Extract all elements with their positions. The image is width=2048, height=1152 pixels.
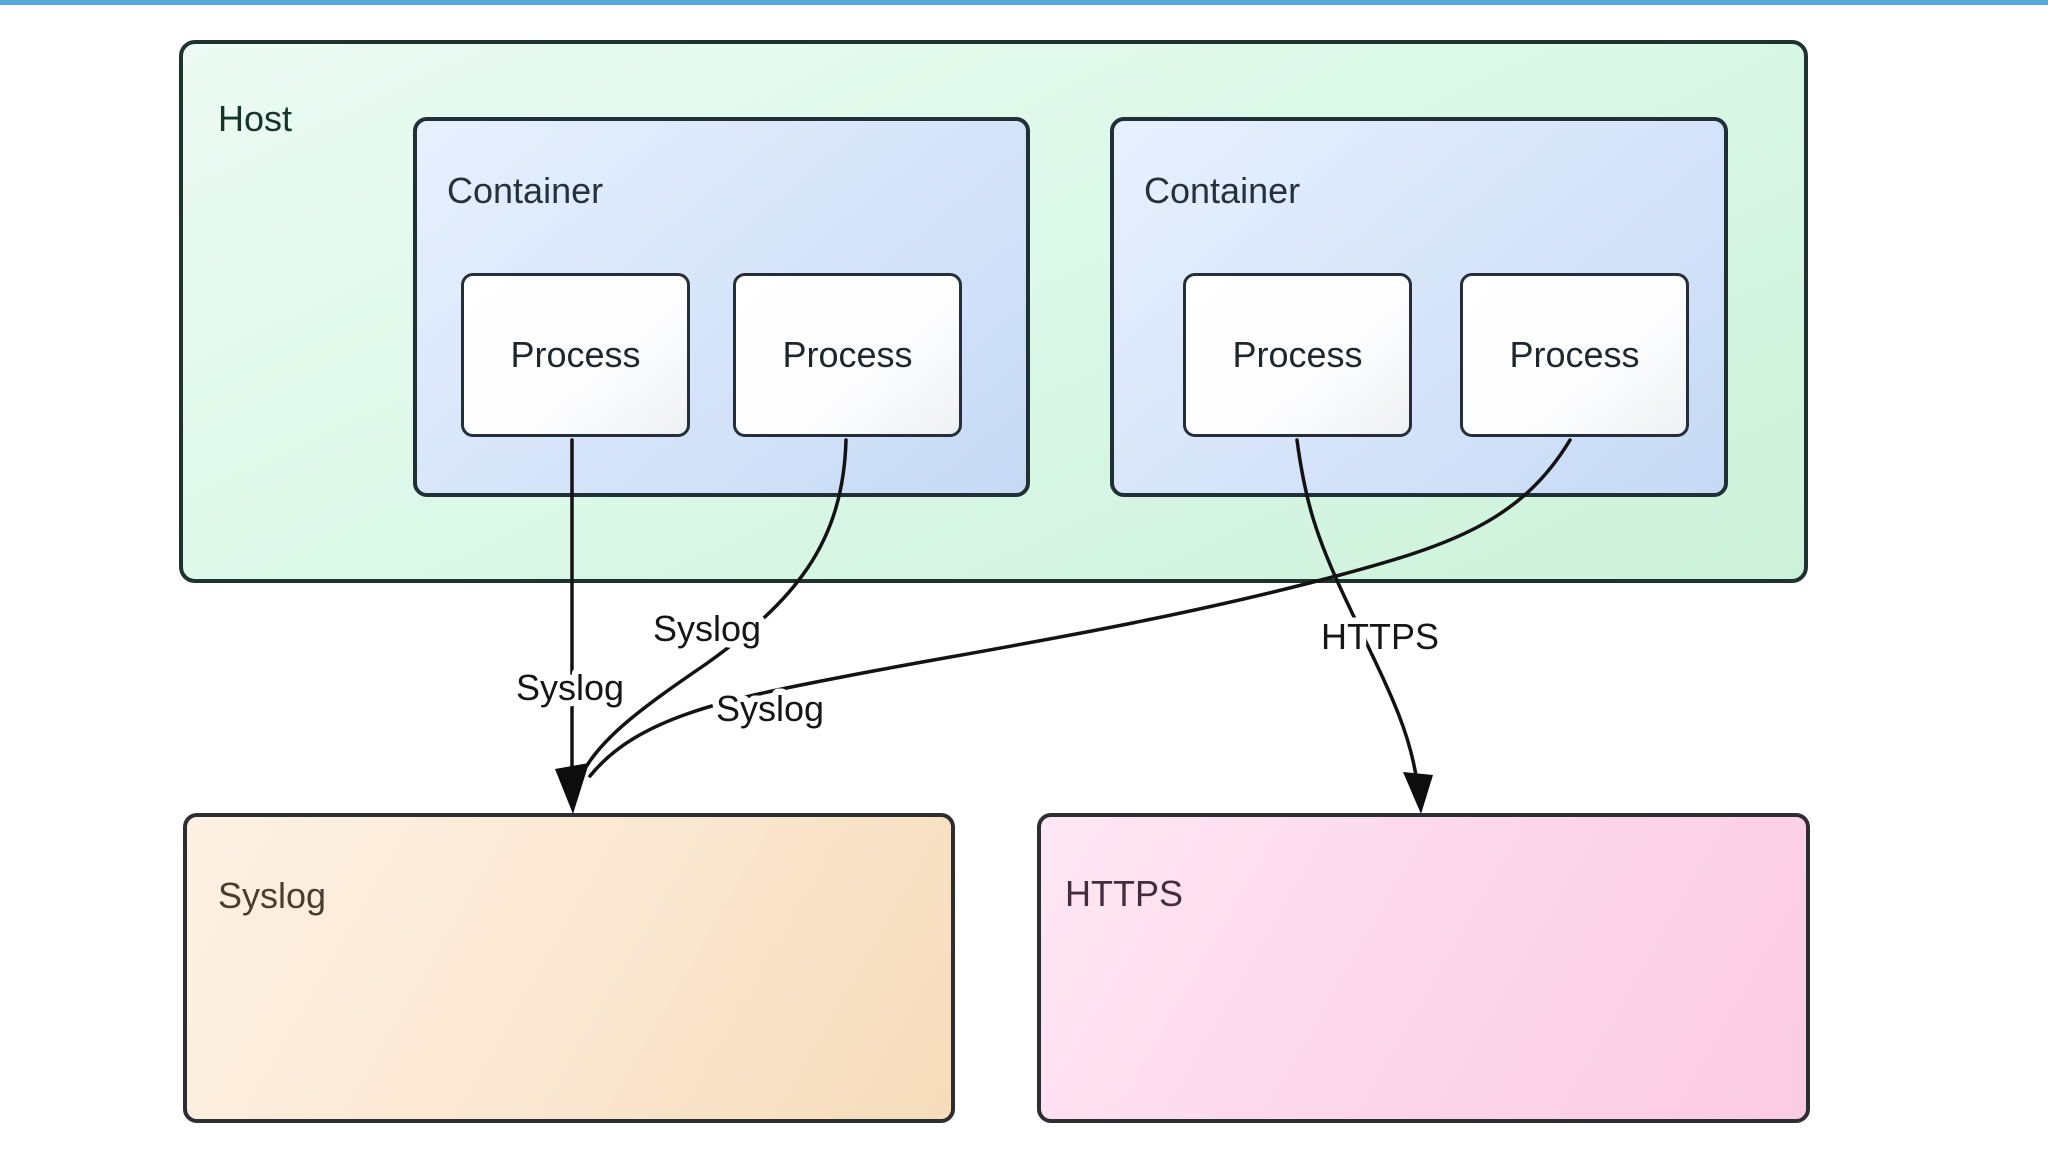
- syslog-endpoint-box: Syslog: [183, 813, 955, 1123]
- process-label: Process: [1509, 334, 1640, 375]
- process-label: Process: [1232, 334, 1363, 375]
- container-1-process-1-box: Process: [461, 273, 690, 437]
- container-2-process-1-box: Process: [1183, 273, 1412, 437]
- container-1-label: Container: [447, 170, 604, 211]
- container-2-box: Container Process Process: [1110, 117, 1728, 497]
- container-1-box: Container Process Process: [413, 117, 1030, 497]
- edge-label-syslog-1: Syslog: [516, 667, 624, 708]
- arrowhead-syslog: [555, 763, 589, 814]
- container-1-process-2-box: Process: [733, 273, 962, 437]
- arrowhead-https: [1403, 772, 1433, 814]
- top-accent-bar: [0, 0, 2048, 5]
- https-endpoint-box: HTTPS: [1037, 813, 1810, 1123]
- container-2-process-2-box: Process: [1460, 273, 1689, 437]
- host-box: Host Container Process Process Container…: [179, 40, 1808, 583]
- syslog-endpoint-label: Syslog: [218, 875, 327, 916]
- edge-label-https: HTTPS: [1321, 616, 1439, 657]
- https-endpoint-label: HTTPS: [1065, 873, 1184, 914]
- container-2-label: Container: [1144, 170, 1301, 211]
- process-label: Process: [782, 334, 913, 375]
- edge-label-syslog-3: Syslog: [716, 688, 824, 729]
- host-label: Host: [218, 98, 293, 139]
- edge-label-syslog-2: Syslog: [653, 608, 761, 649]
- process-label: Process: [510, 334, 641, 375]
